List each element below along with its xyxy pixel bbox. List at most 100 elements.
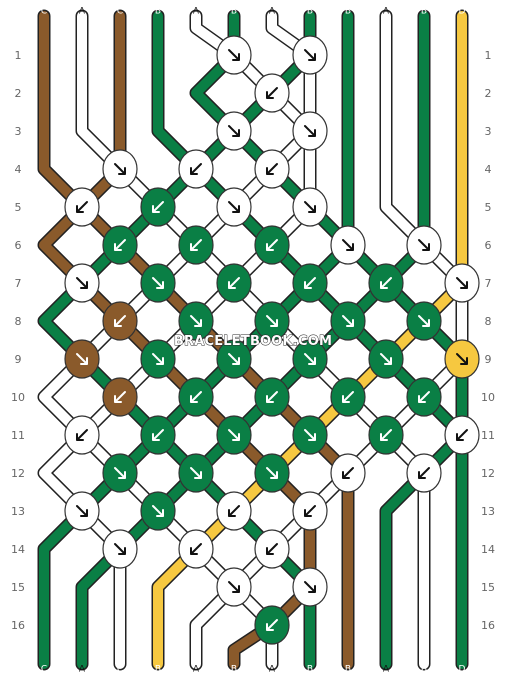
knot-r6-c2 (102, 225, 138, 265)
bottom-strand-label: B (307, 665, 313, 675)
arrow-down-right-icon (190, 467, 202, 479)
knot-r7-c1 (64, 263, 100, 303)
arrow-down-left-icon (266, 619, 278, 631)
arrow-down-right-icon (304, 581, 316, 593)
arrow-down-left-icon (266, 543, 278, 555)
top-strand-label: A (269, 7, 276, 17)
arrow-down-right-icon (228, 353, 240, 365)
knot-r1-c7 (292, 35, 328, 75)
arrow-down-right-icon (152, 277, 164, 289)
knot-r14-c2 (102, 529, 138, 569)
knot-r8-c10 (406, 301, 442, 341)
row-number-left: 9 (15, 353, 22, 366)
arrow-down-left-icon (418, 391, 430, 403)
row-number-left: 6 (15, 239, 22, 252)
strand-6 (191, 11, 467, 669)
knot-r7-c5 (216, 263, 252, 303)
arrow-down-right-icon (152, 353, 164, 365)
strand-12 (153, 11, 467, 669)
arrow-down-right-icon (380, 353, 392, 365)
bottom-strand-label: A (193, 665, 200, 675)
knot-r11-c5 (216, 415, 252, 455)
row-number-right: 4 (485, 163, 492, 176)
strand-9 (39, 11, 353, 669)
arrow-down-left-icon (190, 391, 202, 403)
arrow-down-right-icon (76, 353, 88, 365)
arrow-down-left-icon (190, 239, 202, 251)
row-number-left: 10 (11, 391, 25, 404)
arrow-down-right-icon (228, 201, 240, 213)
knot-r13-c1 (64, 491, 100, 531)
knot-r8-c8 (330, 301, 366, 341)
arrow-down-right-icon (190, 315, 202, 327)
bottom-strand-label: B (231, 665, 237, 675)
arrow-down-right-icon (342, 239, 354, 251)
row-number-left: 3 (15, 125, 22, 138)
row-number-left: 14 (11, 543, 25, 556)
knot-r10-c4 (178, 377, 214, 417)
knot-r6-c6 (254, 225, 290, 265)
strand-1 (39, 11, 353, 669)
arrow-down-right-icon (228, 581, 240, 593)
row-number-right: 7 (485, 277, 492, 290)
knot-r12-c10 (406, 453, 442, 493)
arrow-down-right-icon (152, 505, 164, 517)
arrow-down-right-icon (114, 543, 126, 555)
arrow-down-right-icon (304, 353, 316, 365)
knot-r9-c7 (292, 339, 328, 379)
watermark: BRACELETBOOK.COM (174, 334, 332, 349)
arrow-down-right-icon (114, 467, 126, 479)
row-number-left: 2 (15, 87, 22, 100)
knot-r8-c4 (178, 301, 214, 341)
arrow-down-left-icon (380, 277, 392, 289)
arrow-down-left-icon (228, 505, 240, 517)
knot-r11-c3 (140, 415, 176, 455)
knot-r12-c8 (330, 453, 366, 493)
row-number-right: 12 (481, 467, 495, 480)
arrow-down-left-icon (342, 467, 354, 479)
bottom-strand-label: A (79, 665, 86, 675)
row-number-right: 10 (481, 391, 495, 404)
knot-r13-c5 (216, 491, 252, 531)
knot-r16-c6 (254, 605, 290, 645)
row-number-left: 7 (15, 277, 22, 290)
strand-2 (77, 11, 429, 669)
row-number-left: 8 (15, 315, 22, 328)
knot-r11-c1 (64, 415, 100, 455)
knot-r5-c7 (292, 187, 328, 227)
arrow-down-left-icon (114, 239, 126, 251)
knot-r5-c1 (64, 187, 100, 227)
bottom-strand-label: B (155, 665, 161, 675)
arrow-down-left-icon (152, 201, 164, 213)
knot-r1-c5 (216, 35, 252, 75)
knot-r8-c2 (102, 301, 138, 341)
bottom-strand-label: C (117, 665, 123, 675)
arrow-down-left-icon (266, 163, 278, 175)
row-number-right: 1 (485, 49, 492, 62)
top-strand-label: B (345, 7, 351, 17)
strand-11 (77, 11, 429, 669)
arrow-down-right-icon (342, 315, 354, 327)
row-number-left: 11 (11, 429, 25, 442)
row-number-right: 3 (485, 125, 492, 138)
knot-r4-c6 (254, 149, 290, 189)
top-strand-label: B (231, 7, 237, 17)
knot-r9-c5 (216, 339, 252, 379)
arrow-down-right-icon (266, 315, 278, 327)
row-number-right: 8 (485, 315, 492, 328)
strand-4 (153, 11, 467, 669)
arrow-down-right-icon (304, 429, 316, 441)
knot-r10-c8 (330, 377, 366, 417)
knot-r12-c6 (254, 453, 290, 493)
knot-r2-c6 (254, 73, 290, 113)
bottom-strand-label: A (383, 665, 390, 675)
top-strand-label: A (383, 7, 390, 17)
top-strand-label: C (117, 7, 123, 17)
knot-r7-c9 (368, 263, 404, 303)
knot-r10-c10 (406, 377, 442, 417)
knot-r9-c3 (140, 339, 176, 379)
bottom-strand-label: B (345, 665, 351, 675)
row-number-right: 2 (485, 87, 492, 100)
row-number-left: 12 (11, 467, 25, 480)
knot-r7-c3 (140, 263, 176, 303)
